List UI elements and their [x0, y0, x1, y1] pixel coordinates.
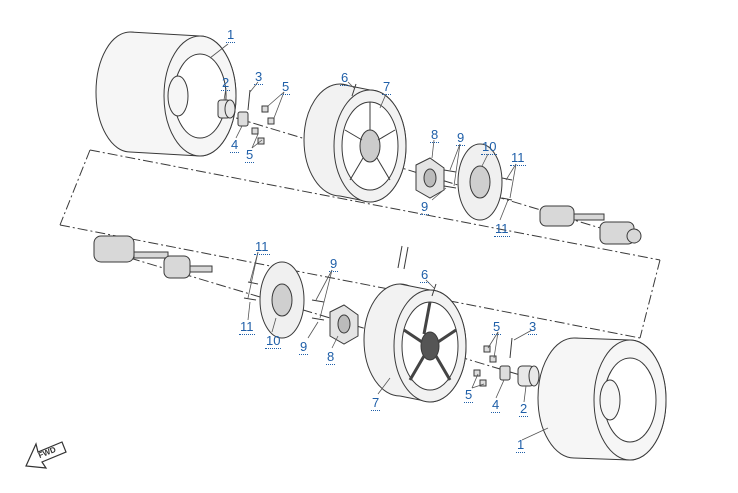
callout-11-disc-bolt-top-b[interactable]: 11 [494, 221, 510, 237]
callout-5-lug-nut-bottom-b[interactable]: 5 [464, 387, 474, 403]
callout-11-disc-bolt-bottom-b[interactable]: 11 [239, 319, 255, 335]
callout-5-lug-nut-top-a[interactable]: 5 [281, 79, 291, 95]
wheel-hub-bottom [329, 304, 359, 345]
callout-11-disc-bolt-top-a[interactable]: 11 [510, 150, 526, 166]
break-mark [397, 245, 409, 270]
disc-bolts-bottom [243, 281, 259, 301]
valve-stem-bottom [431, 283, 437, 297]
callout-10-brake-disc-bottom[interactable]: 10 [265, 333, 282, 349]
callout-7-wheel-rim-bottom[interactable]: 7 [371, 395, 381, 411]
tire-bottom [537, 337, 667, 461]
castle-nut-top [237, 111, 249, 127]
callout-3-cotter-pin-bottom[interactable]: 3 [528, 319, 538, 335]
wheel-hub-top [415, 157, 445, 199]
callout-5-lug-nut-bottom-a[interactable]: 5 [492, 319, 502, 335]
callout-7-wheel-rim-top[interactable]: 7 [382, 79, 392, 95]
wheel-rim-bottom [363, 283, 467, 403]
callout-3-cotter-pin-top[interactable]: 3 [254, 69, 264, 85]
callout-9-hub-bolt-top-a[interactable]: 9 [456, 130, 466, 146]
callout-6-valve-stem-top[interactable]: 6 [340, 70, 350, 86]
axle-cap-bottom [517, 365, 540, 387]
callout-1-tire-top[interactable]: 1 [226, 27, 236, 43]
callout-9-hub-bolt-top-b[interactable]: 9 [420, 199, 430, 215]
callout-2-axle-cap-top[interactable]: 2 [221, 75, 231, 91]
callout-5-lug-nut-top-b[interactable]: 5 [245, 147, 255, 163]
callout-8-wheel-hub-bottom[interactable]: 8 [326, 349, 336, 365]
hub-bolts-bottom [311, 299, 325, 321]
callout-4-castle-nut-top[interactable]: 4 [230, 137, 240, 153]
tire-top [95, 31, 237, 157]
callout-10-brake-disc-top[interactable]: 10 [481, 139, 498, 155]
lug-nuts-bottom [473, 345, 497, 387]
cotter-pin-bottom [509, 337, 513, 359]
valve-stem-top [351, 83, 357, 97]
drive-shaft-bottom [93, 235, 213, 279]
wheel-rim-top [303, 83, 407, 203]
callout-6-valve-stem-bottom[interactable]: 6 [420, 267, 430, 283]
brake-disc-bottom [259, 261, 305, 339]
callout-8-wheel-hub-top[interactable]: 8 [430, 127, 440, 143]
brake-disc-top [457, 143, 503, 221]
callout-2-axle-cap-bottom[interactable]: 2 [519, 401, 529, 417]
cotter-pin-top [247, 89, 251, 111]
lug-nuts-top [251, 105, 275, 145]
castle-nut-bottom [499, 365, 511, 381]
hub-bolts-top [443, 169, 457, 189]
forward-direction-arrow [25, 441, 67, 469]
callout-11-disc-bolt-bottom-a[interactable]: 11 [254, 239, 270, 255]
callout-9-hub-bolt-bottom-b[interactable]: 9 [299, 339, 309, 355]
callout-1-tire-bottom[interactable]: 1 [516, 437, 526, 453]
callout-4-castle-nut-bottom[interactable]: 4 [491, 397, 501, 413]
callout-9-hub-bolt-bottom-a[interactable]: 9 [329, 256, 339, 272]
axle-cap-top [217, 99, 236, 119]
drive-shaft-top [539, 205, 642, 245]
